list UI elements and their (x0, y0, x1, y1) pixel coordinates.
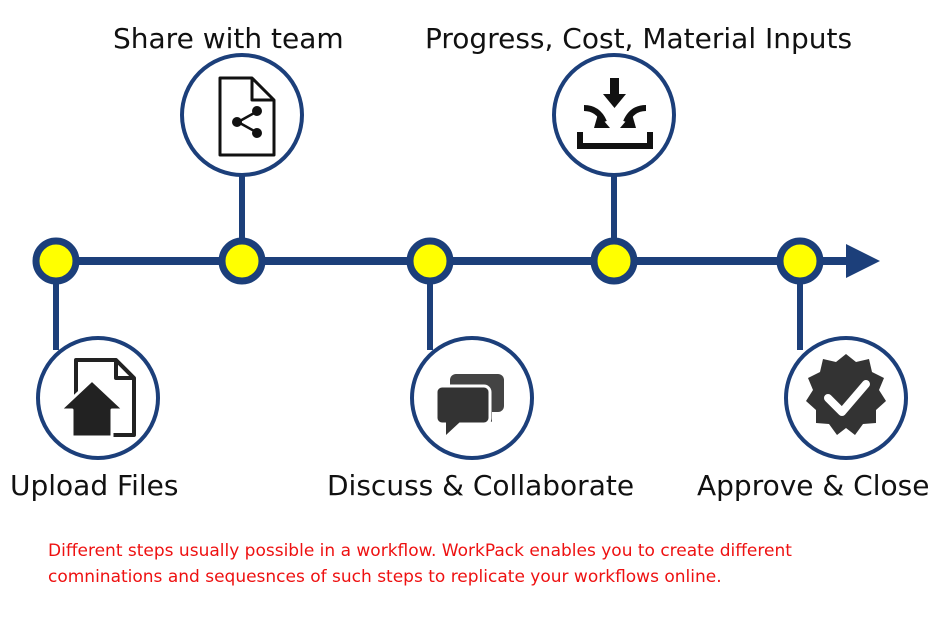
file-upload-icon (58, 358, 136, 439)
inbox-arrows-icon (577, 78, 653, 149)
step-label-upload-files: Upload Files (10, 469, 179, 502)
step-label-discuss-collaborate: Discuss & Collaborate (327, 469, 635, 502)
timeline-node-4 (590, 237, 638, 285)
step-label-progress-cost-material: Progress, Cost, Material Inputs (425, 22, 853, 55)
timeline-node-5 (776, 237, 824, 285)
caption-line-2: comninations and sequesnces of such step… (48, 567, 722, 587)
step-label-share-with-team: Share with team (113, 22, 344, 55)
icon-circle-progress (552, 53, 676, 177)
workflow-caption: Different steps usually possible in a wo… (48, 538, 908, 590)
step-label-approve-close: Approve & Close (697, 469, 930, 502)
file-share-icon (218, 76, 276, 157)
timeline-node-2 (218, 237, 266, 285)
chat-bubbles-icon (434, 374, 504, 435)
timeline-node-3 (406, 237, 454, 285)
timeline-node-1 (32, 237, 80, 285)
caption-line-1: Different steps usually possible in a wo… (48, 541, 792, 561)
verified-badge-icon (806, 354, 886, 435)
timeline-arrow-head (846, 244, 880, 278)
